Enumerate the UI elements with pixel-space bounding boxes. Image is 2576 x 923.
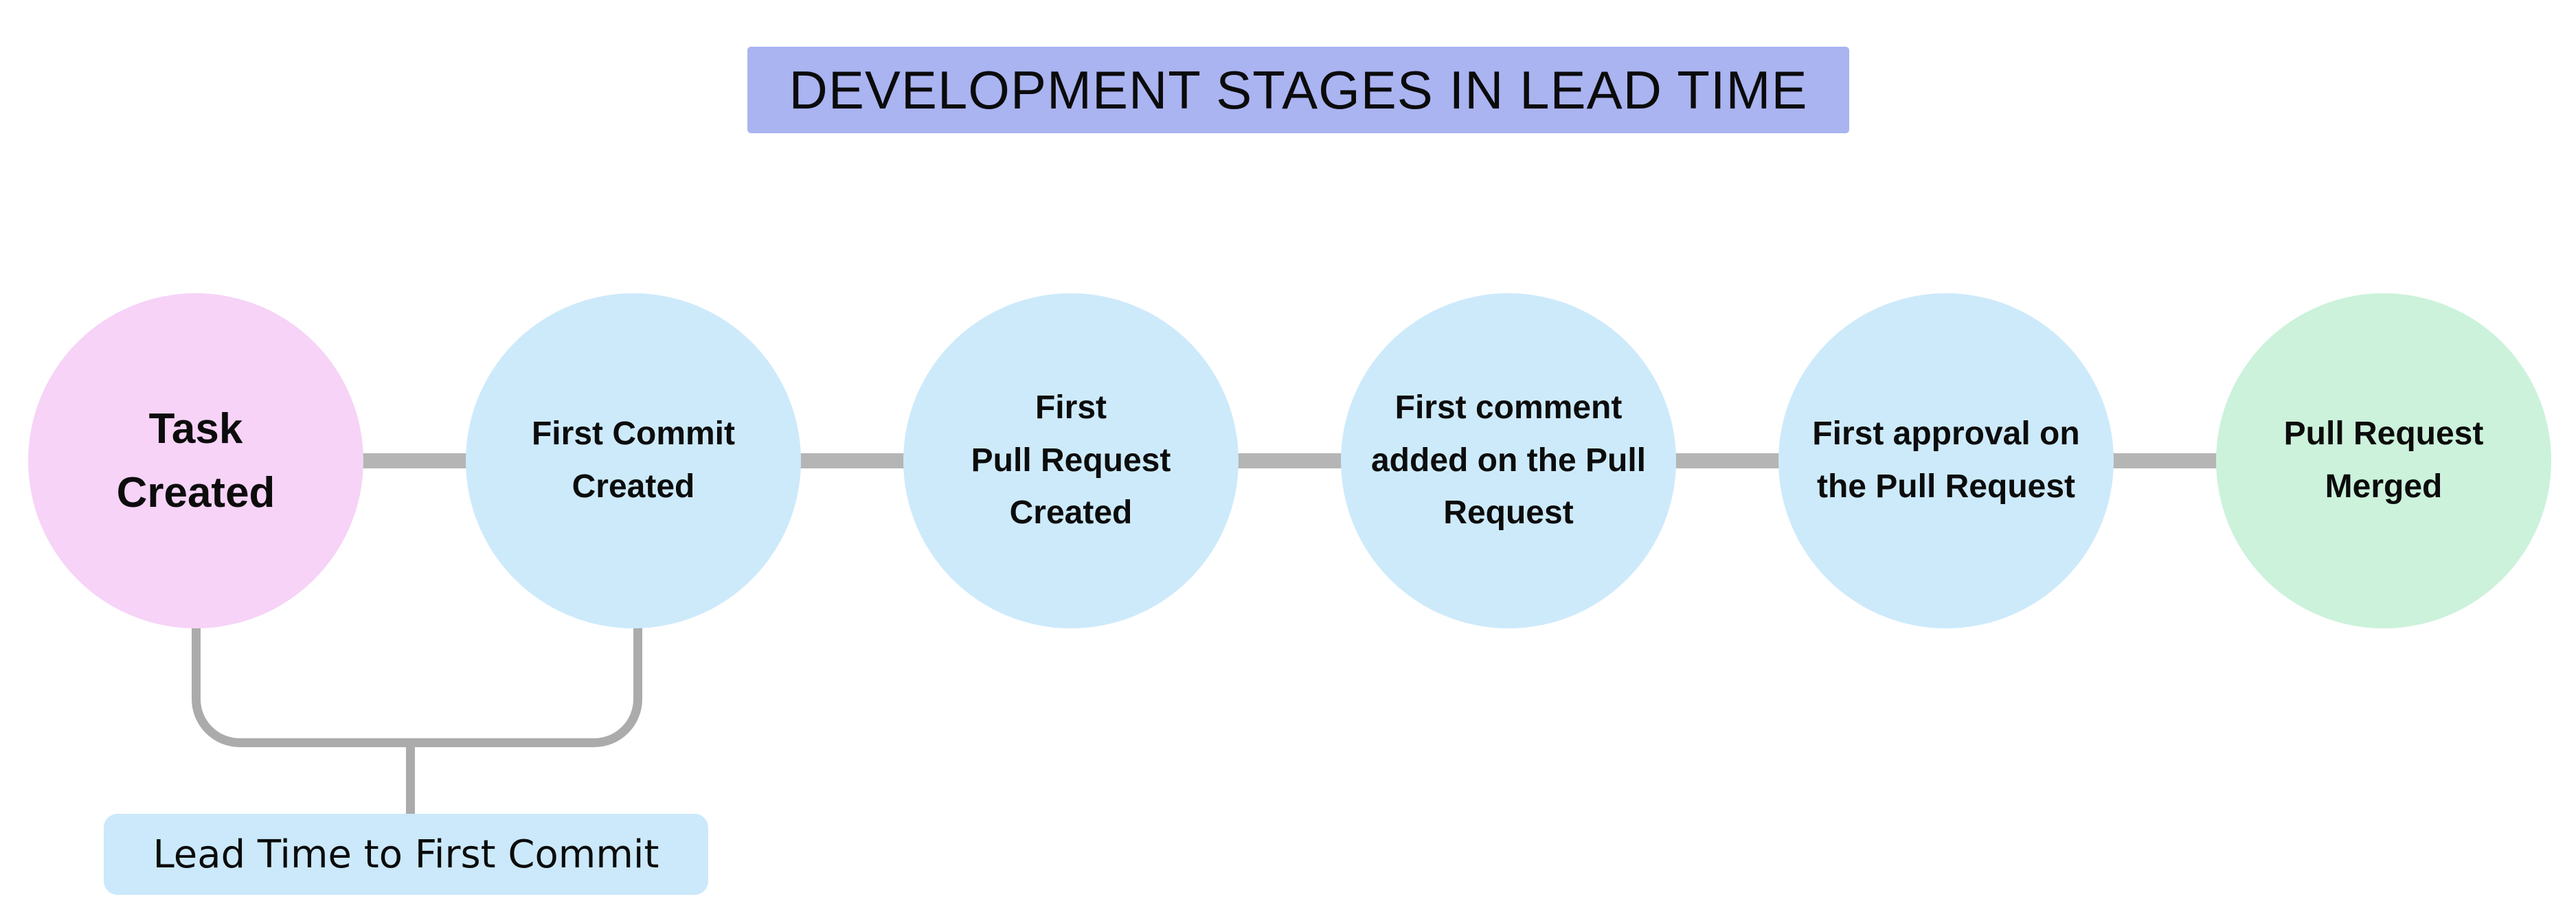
lead-time-bracket <box>192 624 642 747</box>
stage-circle-task-created: Task Created <box>28 293 363 628</box>
stage-label: Pull Request Merged <box>2283 415 2484 505</box>
stage-label: First approval on the Pull Request <box>1812 415 2080 505</box>
stage-label: Task Created <box>116 405 275 516</box>
stage-label: First Commit Created <box>531 415 735 505</box>
stage-circle-first-commit-created: First Commit Created <box>466 293 801 628</box>
stage-circle-first-pull-request-created: First Pull Request Created <box>903 293 1239 628</box>
lead-time-annotation: Lead Time to First Commit <box>104 814 708 895</box>
stage-label: First Pull Request Created <box>971 389 1171 532</box>
stage-circle-pull-request-merged: Pull Request Merged <box>2216 293 2551 628</box>
lead-time-annotation-label: Lead Time to First Commit <box>152 832 659 877</box>
stage-label: First comment added on the Pull Request <box>1370 389 1646 532</box>
page-title: DEVELOPMENT STAGES IN LEAD TIME <box>789 59 1808 120</box>
page-title-box: DEVELOPMENT STAGES IN LEAD TIME <box>747 47 1849 133</box>
stage-circle-first-approval: First approval on the Pull Request <box>1778 293 2114 628</box>
stage-circle-first-comment-added: First comment added on the Pull Request <box>1341 293 1676 628</box>
lead-time-bracket-stem <box>406 745 415 815</box>
